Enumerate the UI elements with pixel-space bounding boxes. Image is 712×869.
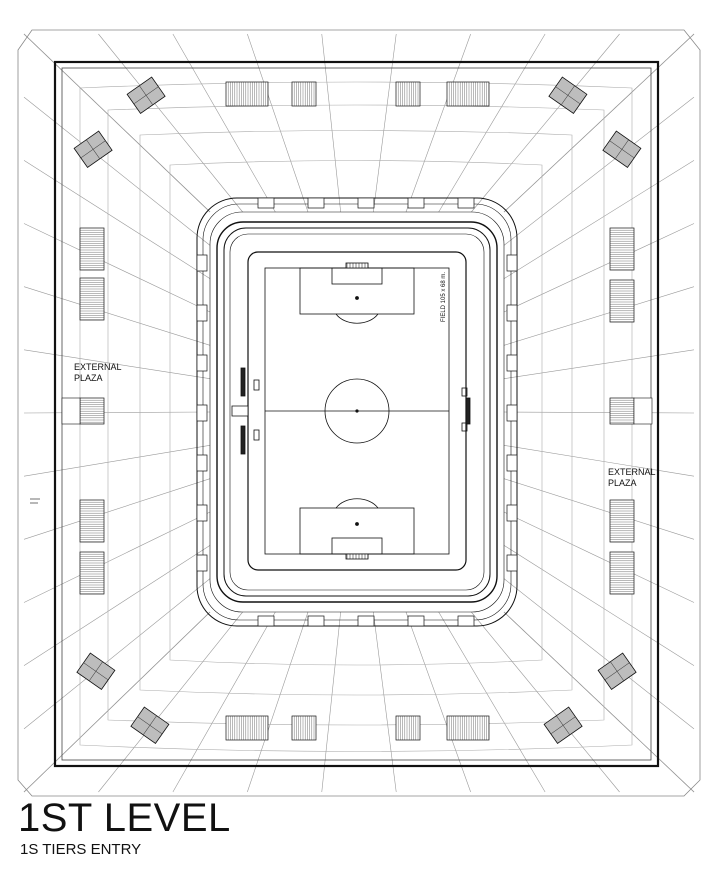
goal-nets (346, 263, 369, 559)
plan-grid-mesh (23, 33, 695, 793)
scale-mark (30, 498, 40, 504)
field-dimension-label: FIELD 105 x 68 m. (441, 272, 447, 322)
stadium-floor-plan: FIELD 105 x 68 m. EXTERNAL PLAZA EXTERNA… (17, 29, 701, 797)
page-title: 1ST LEVEL (18, 796, 231, 840)
football-pitch (231, 251, 471, 571)
page-subtitle: 1S TIERS ENTRY (20, 841, 142, 858)
plaza-label-left: EXTERNAL PLAZA (74, 362, 124, 383)
outer-boundary (17, 29, 701, 797)
access-stair-blocks (61, 76, 653, 745)
plaza-label-right: EXTERNAL PLAZA (608, 467, 658, 488)
stand-vomitories (196, 197, 518, 627)
stands-ring (196, 197, 518, 627)
